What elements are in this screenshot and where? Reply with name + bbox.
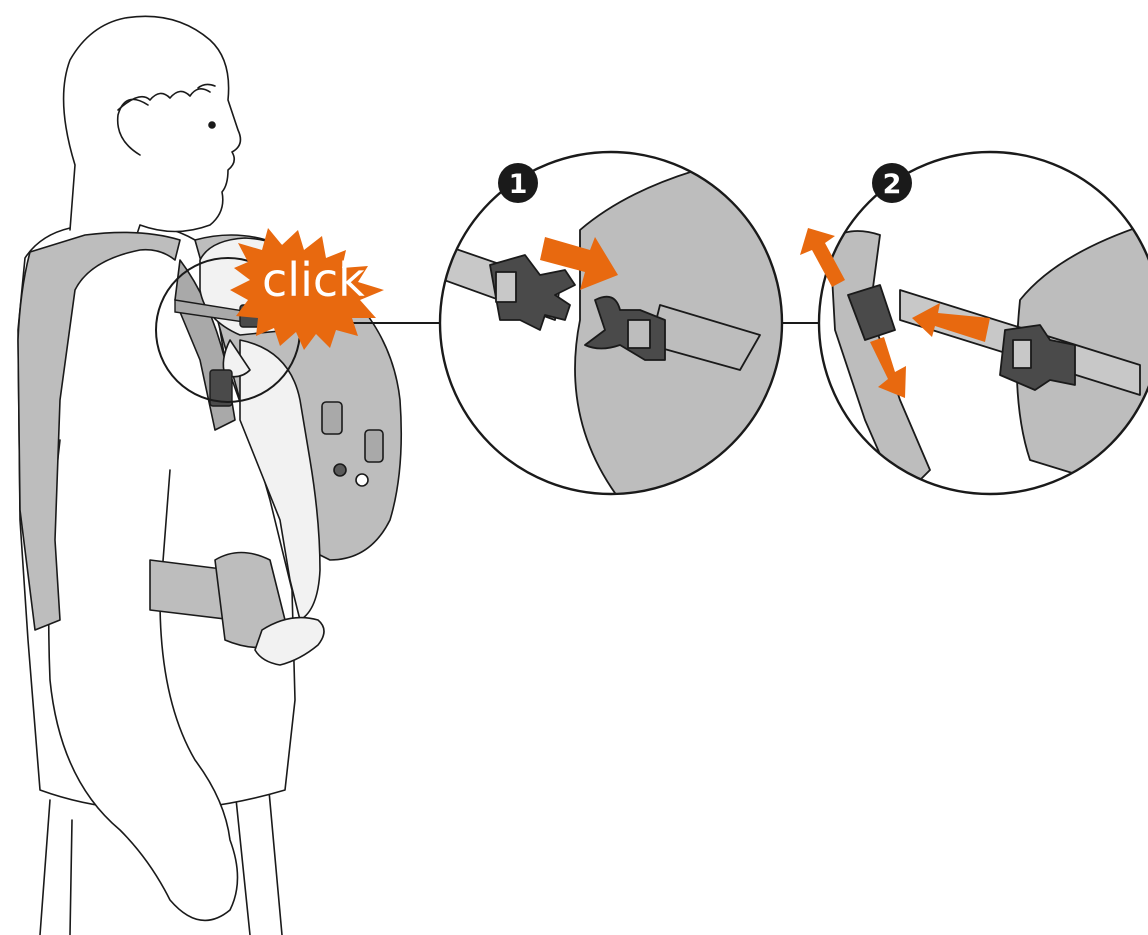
- step-number-1: 1: [509, 169, 528, 200]
- detail-step-2: 2: [800, 152, 1148, 500]
- detail-step-1: 1: [430, 150, 800, 500]
- step-number-2: 2: [883, 169, 902, 200]
- adult-figure: [18, 16, 295, 935]
- click-label: click: [262, 253, 365, 307]
